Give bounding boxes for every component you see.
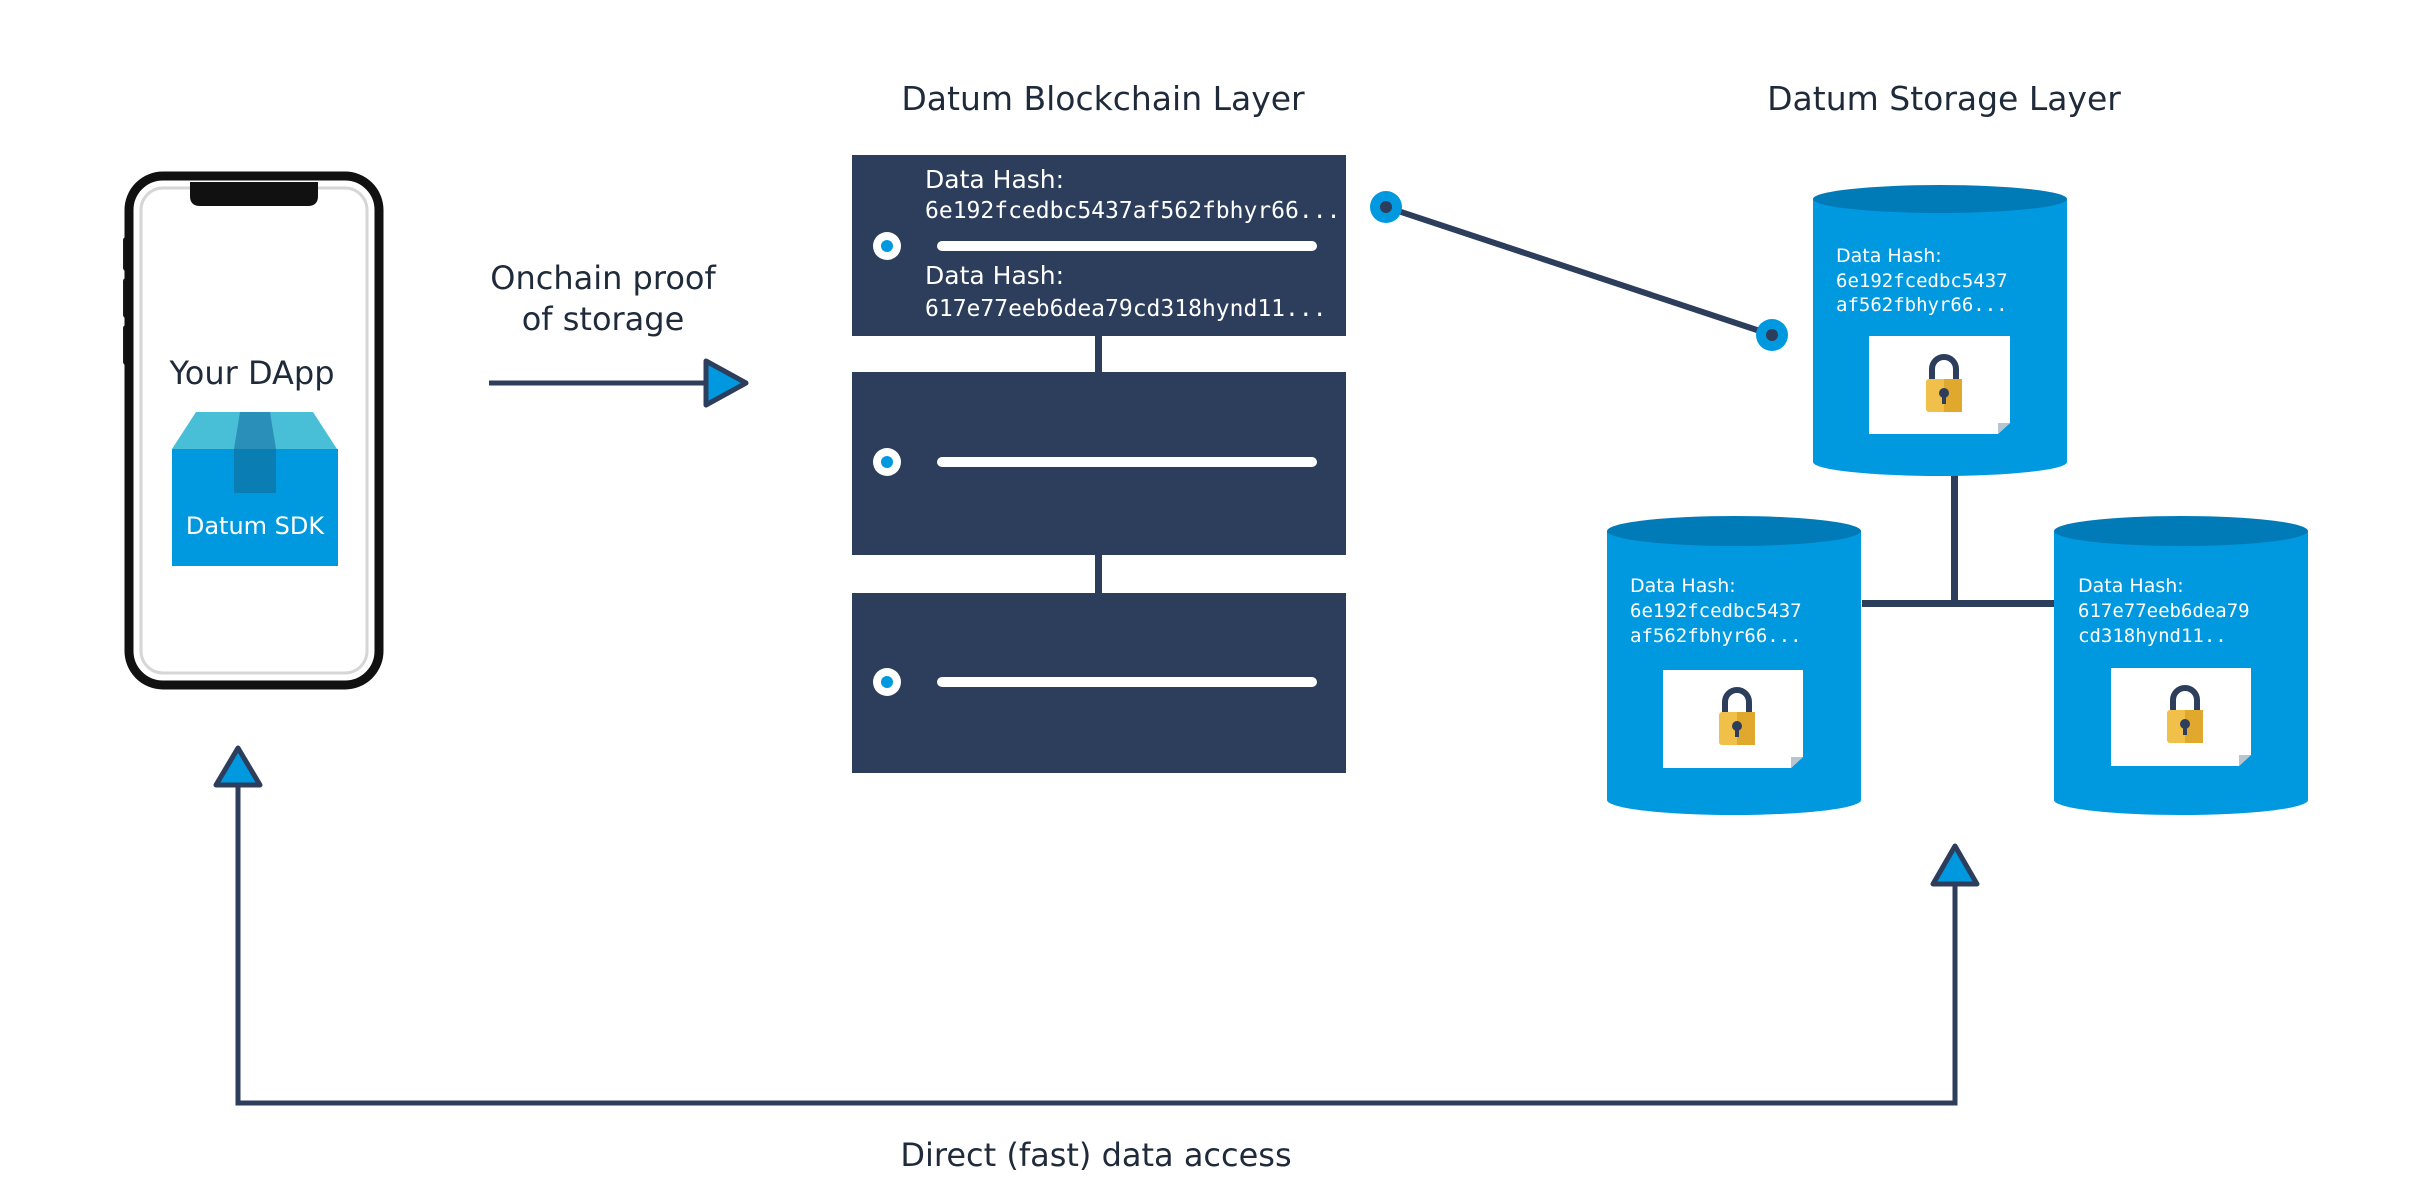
link-line [1385, 204, 1773, 338]
storage-node-2: Data Hash: 6e192fcedbc5437 af562fbhyr66.… [1607, 516, 1861, 815]
box-icon: Datum SDK [172, 412, 338, 566]
block-2-dot-center [881, 456, 893, 468]
block-1-dot-center [881, 240, 893, 252]
box-tape-front [234, 449, 276, 493]
dapp-phone: Your DApp Datum SDK [123, 171, 384, 690]
proof-label-line1: Onchain proof [490, 259, 716, 297]
storage-node-2-line1: 6e192fcedbc5437 [1630, 600, 1802, 622]
blockchain-layer: Datum Blockchain Layer Data Hash: 6e192f… [852, 79, 1346, 773]
storage-node-1-top [1813, 185, 2067, 213]
direct-access-path: Direct (fast) data access [213, 745, 1980, 1174]
block-storage-link [1370, 191, 1788, 351]
dapp-title: Your DApp [168, 354, 334, 392]
storage-node-3-line1: 617e77eeb6dea79 [2078, 600, 2250, 622]
sdk-label: Datum SDK [186, 512, 326, 540]
phone-notch [190, 182, 318, 206]
storage-node-3-line2: cd318hynd11.. [2078, 625, 2227, 647]
box-tape [234, 412, 276, 449]
link-end-node-center [1766, 329, 1778, 341]
block-1-bar [937, 241, 1317, 251]
access-path-line [235, 784, 1958, 1106]
block-1-hash2-value: 617e77eeb6dea79cd318hynd11... [925, 296, 1327, 322]
block-3-dot-center [881, 676, 893, 688]
storage-node-1-line1: 6e192fcedbc5437 [1836, 270, 2008, 292]
block-1: Data Hash: 6e192fcedbc5437af562fbhyr66..… [852, 155, 1346, 336]
link-start-node-center [1380, 201, 1392, 213]
access-arrowhead-up-right-icon [1930, 843, 1980, 887]
storage-node-2-top [1607, 516, 1861, 546]
block-connector [1095, 336, 1102, 372]
storage-node-3-top [2054, 516, 2308, 546]
block-3-bar [937, 677, 1317, 687]
proof-arrow-group: Onchain proof of storage [489, 259, 749, 408]
block-1-hash1-label: Data Hash: [925, 165, 1064, 194]
block-1-hash2-label: Data Hash: [925, 261, 1064, 290]
storage-node-1-line2: af562fbhyr66... [1836, 294, 2008, 316]
storage-connector-horizontal [1862, 600, 2058, 607]
lock-document-icon [2111, 668, 2251, 766]
access-label: Direct (fast) data access [900, 1136, 1291, 1174]
lock-document-icon [1869, 336, 2010, 434]
lock-document-icon [1663, 670, 1803, 768]
storage-node-2-line2: af562fbhyr66... [1630, 625, 1802, 647]
storage-node-2-label: Data Hash: [1630, 575, 1736, 597]
storage-node-1-label: Data Hash: [1836, 245, 1942, 267]
proof-arrowhead-icon [703, 358, 749, 408]
blockchain-title: Datum Blockchain Layer [901, 79, 1305, 118]
storage-layer: Datum Storage Layer Data Hash: 6e192fced… [1607, 79, 2308, 815]
block-connector [1095, 555, 1102, 593]
block-2 [852, 372, 1346, 555]
storage-node-1: Data Hash: 6e192fcedbc5437 af562fbhyr66.… [1813, 185, 2067, 476]
storage-title: Datum Storage Layer [1767, 79, 2121, 118]
storage-node-3: Data Hash: 617e77eeb6dea79 cd318hynd11.. [2054, 516, 2308, 815]
storage-connector-vertical [1951, 470, 1958, 606]
block-2-bar [937, 457, 1317, 467]
block-1-hash1-value: 6e192fcedbc5437af562fbhyr66... [925, 198, 1340, 224]
access-arrowhead-up-left-icon [213, 745, 263, 788]
block-3 [852, 593, 1346, 773]
proof-label-line2: of storage [522, 300, 685, 338]
storage-node-3-label: Data Hash: [2078, 575, 2184, 597]
